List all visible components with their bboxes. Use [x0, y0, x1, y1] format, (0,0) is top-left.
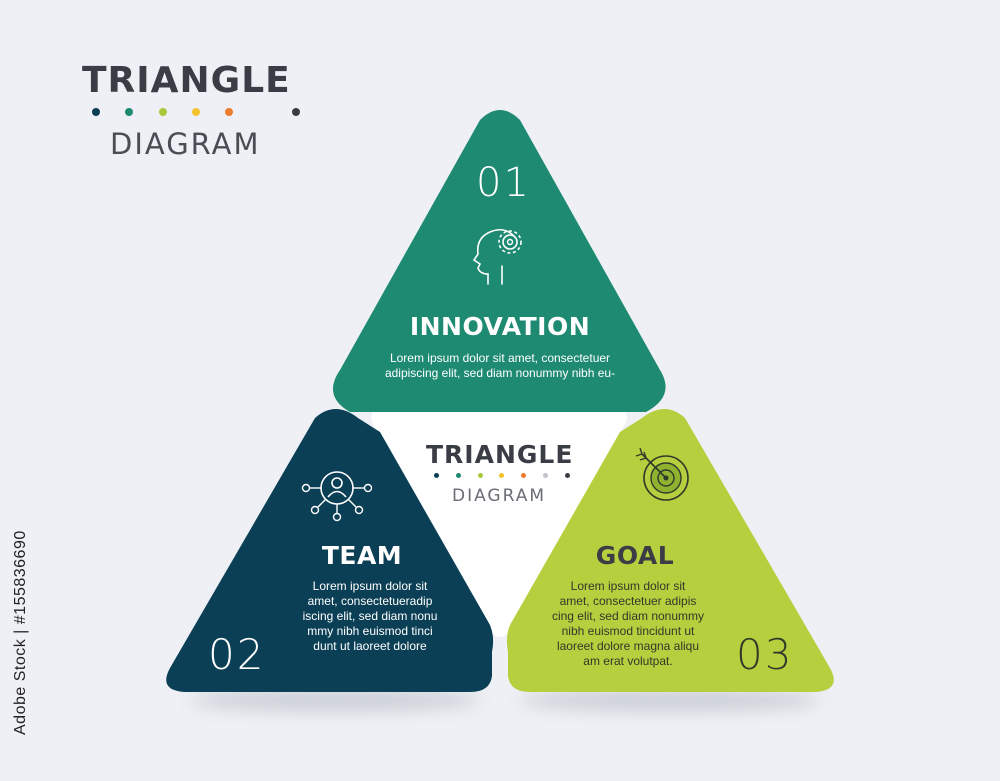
header-dot-1 [92, 108, 100, 116]
header-dot-5 [225, 108, 234, 116]
header-dot-4 [191, 108, 200, 116]
target-arrow-icon [635, 447, 689, 501]
goal-title: GOAL [595, 541, 675, 570]
innovation-title: INNOVATION [409, 312, 591, 341]
header-subtitle: DIAGRAM [110, 127, 261, 161]
side-watermark: Adobe Stock | #155836690 [12, 530, 29, 735]
team-network-icon [301, 471, 373, 522]
center-subtitle: DIAGRAM [452, 486, 547, 506]
header-dot-2 [125, 108, 134, 116]
center-title: TRIANGLE [426, 440, 574, 469]
team-number: 02 [208, 630, 266, 679]
center-dot-6 [543, 473, 549, 478]
header-dot-6 [291, 108, 300, 116]
head-gear-icon [472, 228, 522, 285]
center-dot-2 [455, 473, 461, 478]
center-dot-1 [434, 473, 439, 478]
team-title: TEAM [321, 541, 403, 570]
center-dot-7 [564, 473, 570, 478]
team-triangle [166, 409, 494, 692]
header-dot-3 [158, 108, 167, 116]
header-dots [92, 108, 300, 116]
goal-text: Lorem ipsum dolor sit amet, consectetuer… [551, 579, 705, 668]
center-dot-5 [521, 473, 527, 478]
header-title: TRIANGLE [82, 60, 291, 101]
center-dots [434, 473, 570, 478]
innovation-text: Lorem ipsum dolor sit amet, consectetuer… [384, 351, 616, 380]
center-dot-4 [499, 473, 505, 478]
center-dot-3 [477, 473, 483, 478]
innovation-triangle [332, 110, 666, 412]
goal-number: 03 [736, 630, 794, 679]
innovation-number: 01 [476, 160, 531, 206]
team-text: Lorem ipsum dolor sit amet, consectetuer… [302, 579, 438, 653]
goal-triangle [506, 409, 834, 692]
center-triangle [371, 409, 627, 637]
